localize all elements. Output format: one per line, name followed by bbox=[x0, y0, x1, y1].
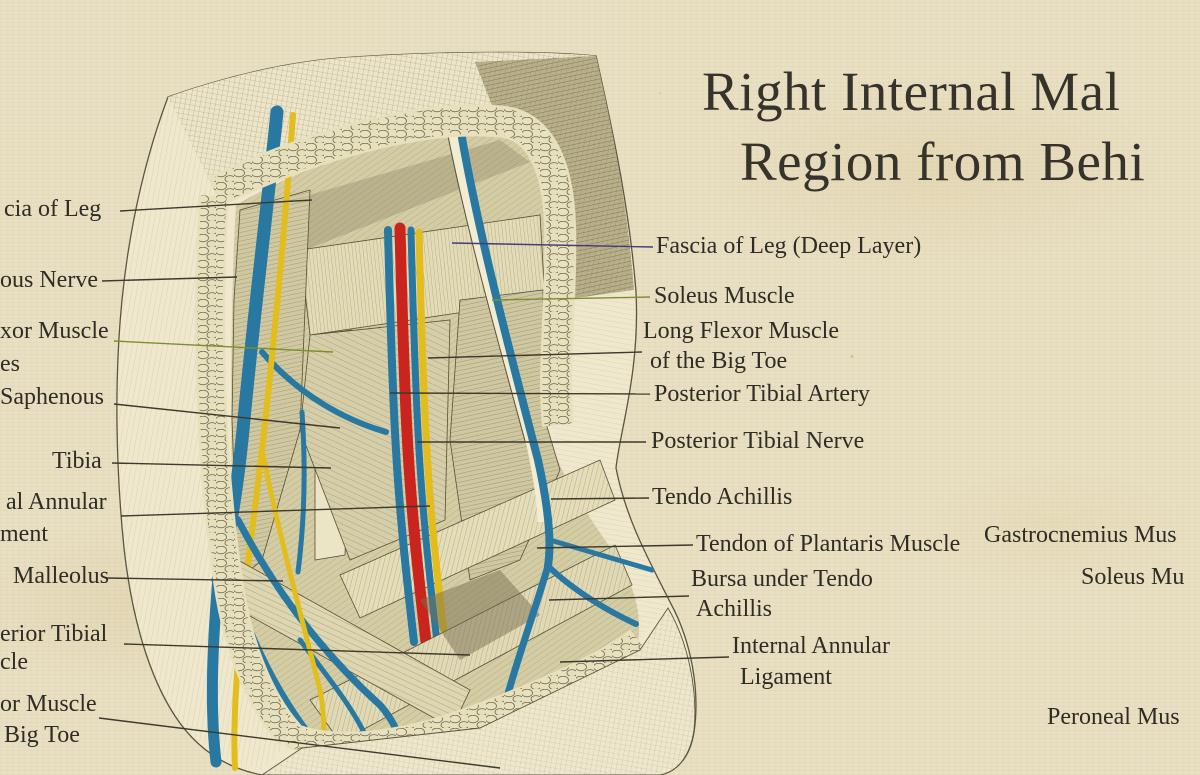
label-long-flexor-line2: of the Big Toe bbox=[650, 348, 788, 374]
posterior-tibial-artery bbox=[394, 222, 432, 648]
leader-plantaris bbox=[536, 544, 694, 549]
label-internal-annular-line2: Ligament bbox=[740, 664, 832, 690]
label-fascia-deep: Fascia of Leg (Deep Layer) bbox=[656, 233, 922, 259]
saphenous-nerve bbox=[238, 112, 296, 623]
leader-fascia-deep bbox=[451, 242, 654, 248]
label-posterior-tibial-artery: Posterior Tibial Artery bbox=[654, 381, 871, 407]
poster-title-line2: Region from Behi bbox=[740, 131, 1146, 192]
label-flexor-left-line2: es bbox=[0, 351, 20, 377]
label-fascia-of-leg-left: cia of Leg bbox=[4, 196, 102, 222]
posterior-tibial-nerve bbox=[415, 228, 449, 644]
posterior-tibial-bundle bbox=[384, 222, 449, 648]
leader-malleolus bbox=[105, 577, 284, 582]
label-bursa-line2: Achillis bbox=[696, 596, 772, 622]
leader-tibia bbox=[111, 462, 332, 469]
leader-nerve-left bbox=[101, 276, 238, 282]
label-saphenous-left: Saphenous bbox=[0, 384, 104, 410]
label-malleolus: Malleolus bbox=[13, 563, 109, 589]
label-big-toe-flexor-line2: Big Toe bbox=[4, 722, 80, 748]
label-plantaris-tendon: Tendon of Plantaris Muscle bbox=[696, 531, 961, 557]
label-tendo-achillis: Tendo Achillis bbox=[652, 484, 793, 510]
posterior-tibial-vein bbox=[384, 226, 418, 646]
ankle-dissection-illustration bbox=[98, 51, 730, 775]
leader-soleus bbox=[491, 296, 651, 301]
label-bursa-line1: Bursa under Tendo bbox=[691, 566, 873, 592]
label-posterior-tibial-nerve: Posterior Tibial Nerve bbox=[651, 428, 865, 454]
leader-big-toe-flexor-left bbox=[98, 717, 501, 769]
leader-long-flexor bbox=[427, 351, 643, 359]
label-annular-left-line1: al Annular bbox=[6, 489, 107, 515]
label-posterior-tibial-line1: erior Tibial bbox=[0, 621, 108, 647]
label-tibia: Tibia bbox=[52, 448, 102, 474]
label-soleus-far: Soleus Mu bbox=[1081, 564, 1185, 590]
posterior-tibial-vein-2 bbox=[407, 226, 441, 646]
heel-surface bbox=[261, 607, 696, 775]
leader-annular-left bbox=[120, 505, 431, 517]
label-big-toe-flexor-line1: or Muscle bbox=[0, 691, 97, 717]
leader-internal-annular bbox=[559, 656, 730, 663]
leader-lines bbox=[98, 199, 730, 769]
label-annular-left-line2: ment bbox=[0, 521, 48, 547]
leader-bursa bbox=[548, 595, 690, 601]
label-soleus: Soleus Muscle bbox=[654, 283, 795, 309]
leader-flexor-left bbox=[113, 340, 334, 353]
label-peroneal: Peroneal Mus bbox=[1047, 704, 1180, 730]
label-posterior-tibial-line2: cle bbox=[0, 649, 28, 675]
leader-posterior-tibial-muscle bbox=[123, 643, 471, 656]
label-long-flexor-line1: Long Flexor Muscle bbox=[643, 318, 839, 344]
poster-title-line1: Right Internal Mal bbox=[702, 61, 1121, 122]
leader-fascia-of-leg-left bbox=[119, 199, 313, 212]
label-nerve-left: ous Nerve bbox=[0, 267, 98, 293]
leader-tendo-achillis bbox=[550, 497, 650, 500]
leader-saphenous-left bbox=[113, 403, 341, 429]
label-internal-annular-line1: Internal Annular bbox=[732, 633, 890, 659]
label-gastrocnemius: Gastrocnemius Mus bbox=[984, 522, 1177, 548]
small-saphenous-vein bbox=[458, 134, 554, 570]
label-flexor-left-line1: xor Muscle bbox=[0, 318, 109, 344]
leader-pt-artery bbox=[389, 392, 651, 395]
